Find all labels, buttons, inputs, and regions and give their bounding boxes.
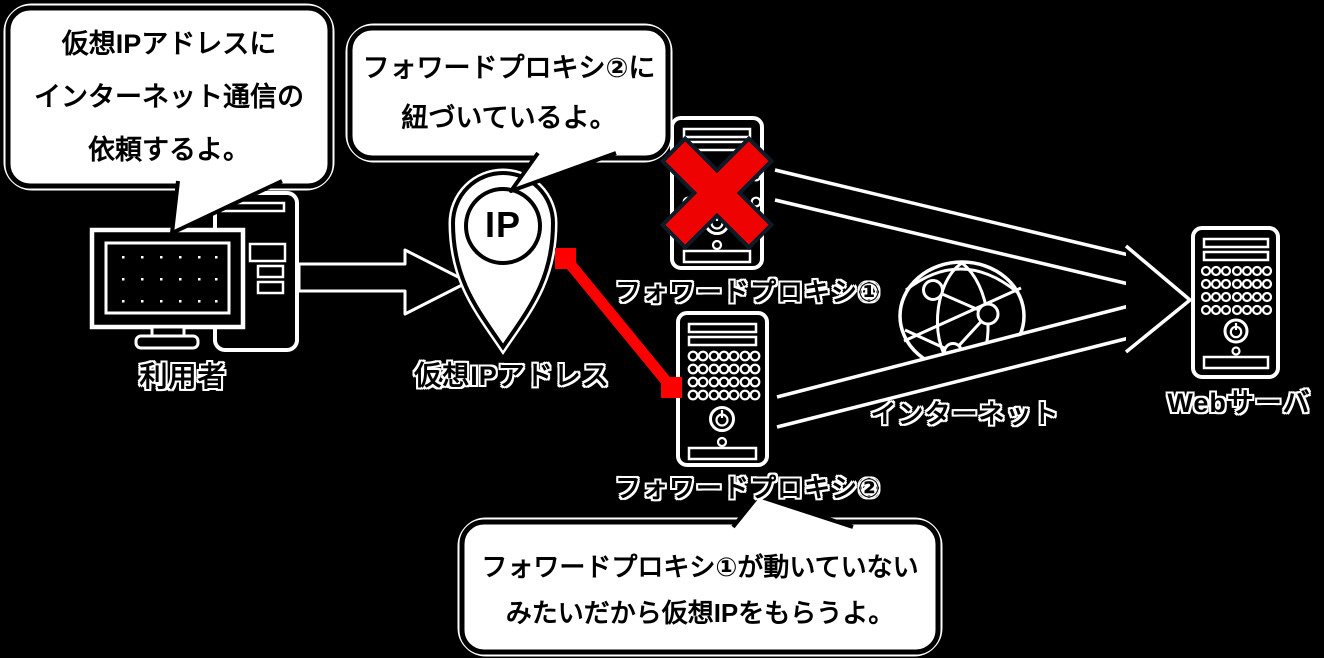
user-label: 利用者 — [139, 361, 227, 392]
red-cross-icon — [659, 135, 775, 251]
virtual-ip-badge: IP — [484, 204, 521, 245]
user-pc-icon — [89, 191, 299, 352]
proxy1-label: フォワードプロキシ① — [614, 277, 882, 307]
arrowhead-to-webserver — [1124, 244, 1192, 354]
speech-bubble-user-request — [3, 3, 335, 235]
web-server-label: Webサーバ — [1167, 388, 1311, 418]
proxy2-server-icon — [676, 311, 769, 467]
web-server-vents — [1200, 265, 1273, 316]
web-server-icon — [1191, 226, 1280, 379]
arrow-proxies-to-webserver — [774, 168, 1192, 429]
screen-dots — [122, 256, 218, 303]
speech-bubble-ip-binding — [345, 23, 673, 193]
virtual-ip-label: 仮想IPアドレス — [414, 361, 610, 391]
proxy2-vents — [687, 350, 761, 401]
red-link-virtual-ip-proxy2 — [555, 248, 682, 398]
proxy2-label: フォワードプロキシ② — [614, 473, 882, 503]
internet-label: インターネット — [870, 399, 1060, 429]
internet-globe-icon — [898, 260, 1026, 372]
speech-bubble-proxy-fallback — [457, 494, 943, 657]
arrow-user-to-virtual-ip — [297, 248, 470, 316]
virtual-ip-pin-icon — [448, 168, 558, 356]
